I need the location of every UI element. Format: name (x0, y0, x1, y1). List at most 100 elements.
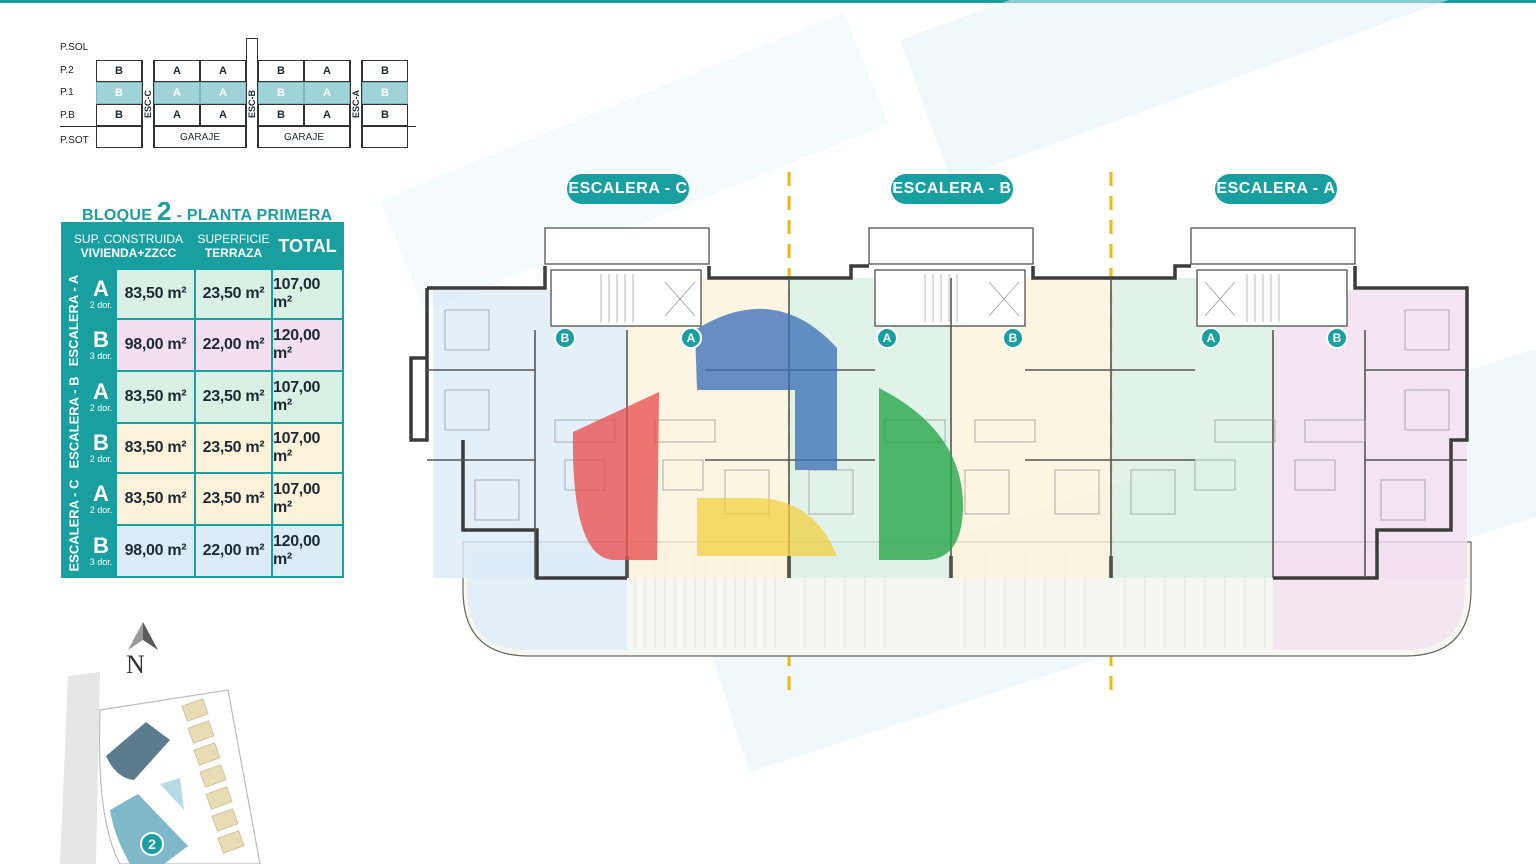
block-number: 2 (157, 196, 172, 226)
unit-dorms: 2 dor. (89, 454, 113, 464)
floor-plan-drawing: B A A B A B (409, 172, 1472, 700)
terrace-value: 22,00 m² (196, 526, 271, 576)
site-pool (160, 778, 184, 810)
unit-cell-highlighted: B (362, 82, 408, 104)
header-total: TOTAL (278, 236, 337, 256)
unit-type: B (93, 327, 109, 352)
terrace-value: 23,50 m² (196, 474, 271, 524)
site-plan-map: 2 (60, 672, 261, 864)
unit-cell-highlighted: A (154, 82, 200, 104)
unit-marker-letter: A (1207, 331, 1216, 345)
section-tower (246, 38, 258, 60)
built-area-value: 83,50 m² (117, 372, 194, 422)
unit-marker-letter: B (561, 331, 570, 345)
unit-dorms: 2 dor. (89, 300, 113, 310)
unit-cell: B (96, 104, 142, 126)
north-label: N (126, 650, 145, 679)
stair-cores (544, 227, 1356, 327)
stair-pill-letter: B (999, 180, 1012, 197)
site-boundary (98, 689, 261, 864)
unit-dorms: 3 dor. (89, 557, 113, 567)
unit-marker (1002, 327, 1024, 349)
terrace-value: 22,00 m² (196, 320, 271, 370)
stair-pill-prefix: ESCALERA - (1216, 180, 1319, 197)
area-table: SUP. CONSTRUIDA VIVIENDA+ZZCC SUPERFICIE… (61, 222, 344, 578)
unit-cell: A (154, 104, 200, 126)
top-accent-bar (0, 0, 1536, 3)
background-stripe (900, 0, 1536, 181)
total-value: 107,00 m² (273, 270, 342, 318)
ground-line (408, 126, 416, 127)
stair-pill-prefix: ESCALERA - (892, 180, 995, 197)
stair-core-roof (544, 227, 710, 265)
stair-pill-letter: C (675, 180, 688, 197)
unit-cell-highlighted: A (200, 82, 246, 104)
total-value: 120,00 m² (273, 526, 342, 576)
group-label-text: ESCALERA - B (66, 376, 82, 468)
total-value: 107,00 m² (273, 424, 342, 472)
unit-cell: B (362, 104, 408, 126)
terrace-value: 23,50 m² (196, 424, 271, 472)
unit-type: A (93, 276, 109, 301)
unit-cell: B (96, 60, 142, 82)
unit-cell: A (304, 60, 350, 82)
site-building-1 (106, 722, 170, 780)
unit-marker-letter: B (1333, 331, 1342, 345)
view-cone-blue (695, 308, 837, 470)
group-label-escalera-b: ESCALERA - B (63, 372, 85, 472)
stair-label: ESC-B (247, 89, 258, 119)
header-terrace-line1: SUPERFICIE (197, 232, 270, 246)
built-area-value: 83,50 m² (117, 424, 194, 472)
stair-pill-b: ESCALERA - B (891, 174, 1013, 204)
level-label: P.B (60, 110, 75, 121)
unit-cell: A (304, 104, 350, 126)
stair-pill-prefix: ESCALERA - (568, 180, 671, 197)
stair-core-b: ESC-B (246, 60, 258, 148)
unit-marker (1326, 327, 1348, 349)
unit-type: B (93, 533, 109, 558)
ground-line (60, 126, 96, 127)
table-title-prefix: BLOQUE (82, 207, 153, 224)
level-label: P.SOL (60, 42, 89, 53)
unit-type: A (93, 379, 109, 404)
garage-cell: GARAJE (258, 126, 350, 148)
unit-esc-b-b (951, 278, 1111, 578)
site-building-2 (110, 794, 188, 864)
header-terrace-line2: TERRAZA (204, 246, 263, 260)
unit-marker-letter: A (687, 331, 696, 345)
site-block-marker (140, 832, 164, 856)
basement-cell (362, 126, 408, 148)
table-title: BLOQUE 2 - PLANTA PRIMERA (82, 196, 332, 227)
terrace-value: 23,50 m² (196, 270, 271, 318)
table-title-suffix: - PLANTA PRIMERA (176, 207, 333, 224)
level-label: P.1 (60, 87, 74, 98)
unit-cell: B (362, 60, 408, 82)
unit-type: B (93, 430, 109, 455)
group-label-escalera-c: ESCALERA - C (63, 474, 85, 576)
stair-core-roof (868, 227, 1034, 265)
unit-markers: B A A B A B (554, 327, 1348, 349)
group-label-escalera-a: ESCALERA - A (63, 270, 85, 370)
basement-cell (96, 126, 142, 148)
view-cone-yellow (697, 498, 837, 556)
garage-cell: GARAJE (154, 126, 246, 148)
header-built-area: SUP. CONSTRUIDA VIVIENDA+ZZCC (63, 224, 194, 268)
building-section-diagram: P.SOL P.2 P.1 P.B P.SOT B A A B A B B A … (60, 38, 420, 158)
site-road (60, 672, 100, 864)
stair-label: ESC-A (351, 89, 362, 119)
stair-core-a: ESC-A (350, 60, 362, 148)
unit-marker (1200, 327, 1222, 349)
unit-marker (554, 327, 576, 349)
unit-cell-highlighted: B (96, 82, 142, 104)
unit-marker (680, 327, 702, 349)
unit-cell: A (200, 60, 246, 82)
unit-dorms: 2 dor. (89, 403, 113, 413)
unit-cell: A (200, 104, 246, 126)
stair-label: ESC-C (143, 89, 154, 119)
